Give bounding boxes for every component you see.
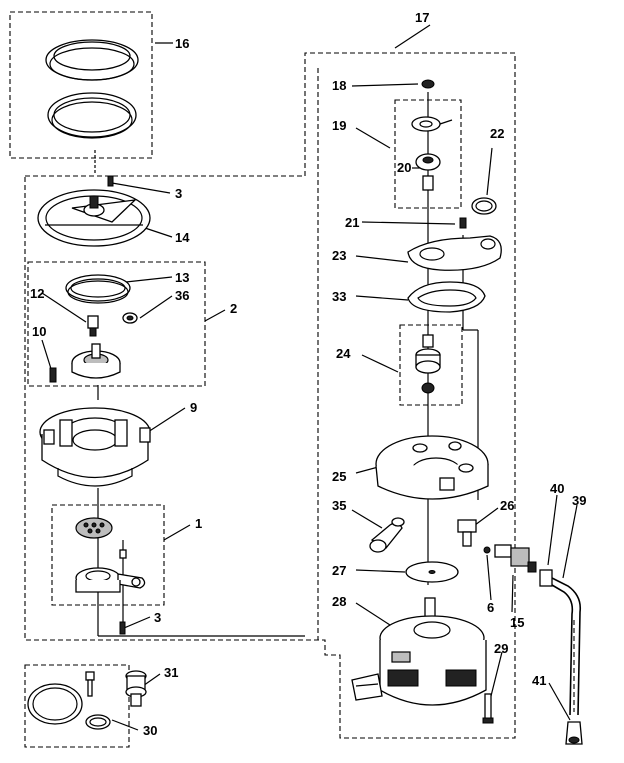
clip-26 [457,519,477,547]
pin-12 [87,315,99,337]
callout-21: 21 [345,215,359,230]
seal-and-plug-30-31 [27,670,147,730]
callout-3-bottom: 3 [154,610,161,625]
callout-17: 17 [415,10,429,25]
callout-18: 18 [332,78,346,93]
callout-23: 23 [332,248,346,263]
callout-33: 33 [332,289,346,304]
callout-30: 30 [143,723,157,738]
callout-10: 10 [32,324,46,339]
screw-10 [49,367,57,383]
bolt-29 [482,693,494,724]
motor-28 [351,597,487,706]
nut-18 [421,79,435,89]
o-ring-22 [471,197,497,215]
callout-26: 26 [500,498,514,513]
callout-labels: 16 3 14 13 2 36 12 10 9 1 3 31 30 17 18 … [30,10,586,738]
callout-1: 1 [195,516,202,531]
callout-35: 35 [332,498,346,513]
screw-3-bottom [119,621,126,635]
callout-19: 19 [332,118,346,133]
bracket-23 [407,235,502,271]
fitting-6-15 [483,544,537,573]
cam-assembly-19 [411,116,453,191]
clamp-41 [565,721,583,745]
callout-27: 27 [332,563,346,578]
filter-bracket-1 [75,517,146,593]
callout-41: 41 [532,673,546,688]
hose-40-39 [539,569,582,716]
callout-20: 20 [397,160,411,175]
cover-plate-14 [37,189,151,247]
callout-24: 24 [336,346,351,361]
callout-3: 3 [175,186,182,201]
ring-13 [65,274,131,304]
pump-housing-9 [39,407,151,487]
callout-9: 9 [190,400,197,415]
washer-36 [122,312,138,324]
callout-39: 39 [572,493,586,508]
callout-31: 31 [164,665,178,680]
gasket-33 [407,281,486,313]
elbow-35 [369,517,405,553]
callout-14: 14 [175,230,190,245]
callout-16: 16 [175,36,189,51]
callout-22: 22 [490,126,504,141]
impeller-assembly [71,343,121,379]
screw-21 [459,217,467,229]
callout-25: 25 [332,469,346,484]
motor-mount-25 [375,435,489,500]
callout-13: 13 [175,270,189,285]
disc-27 [405,561,459,583]
seal-ring-16 [45,39,139,139]
callout-6: 6 [487,600,494,615]
screw-3 [107,175,114,187]
callout-40: 40 [550,481,564,496]
callout-36: 36 [175,288,189,303]
callout-15: 15 [510,615,524,630]
callout-12: 12 [30,286,44,301]
shaft-assembly-24 [415,334,441,394]
callout-2: 2 [230,301,237,316]
callout-28: 28 [332,594,346,609]
callout-29: 29 [494,641,508,656]
